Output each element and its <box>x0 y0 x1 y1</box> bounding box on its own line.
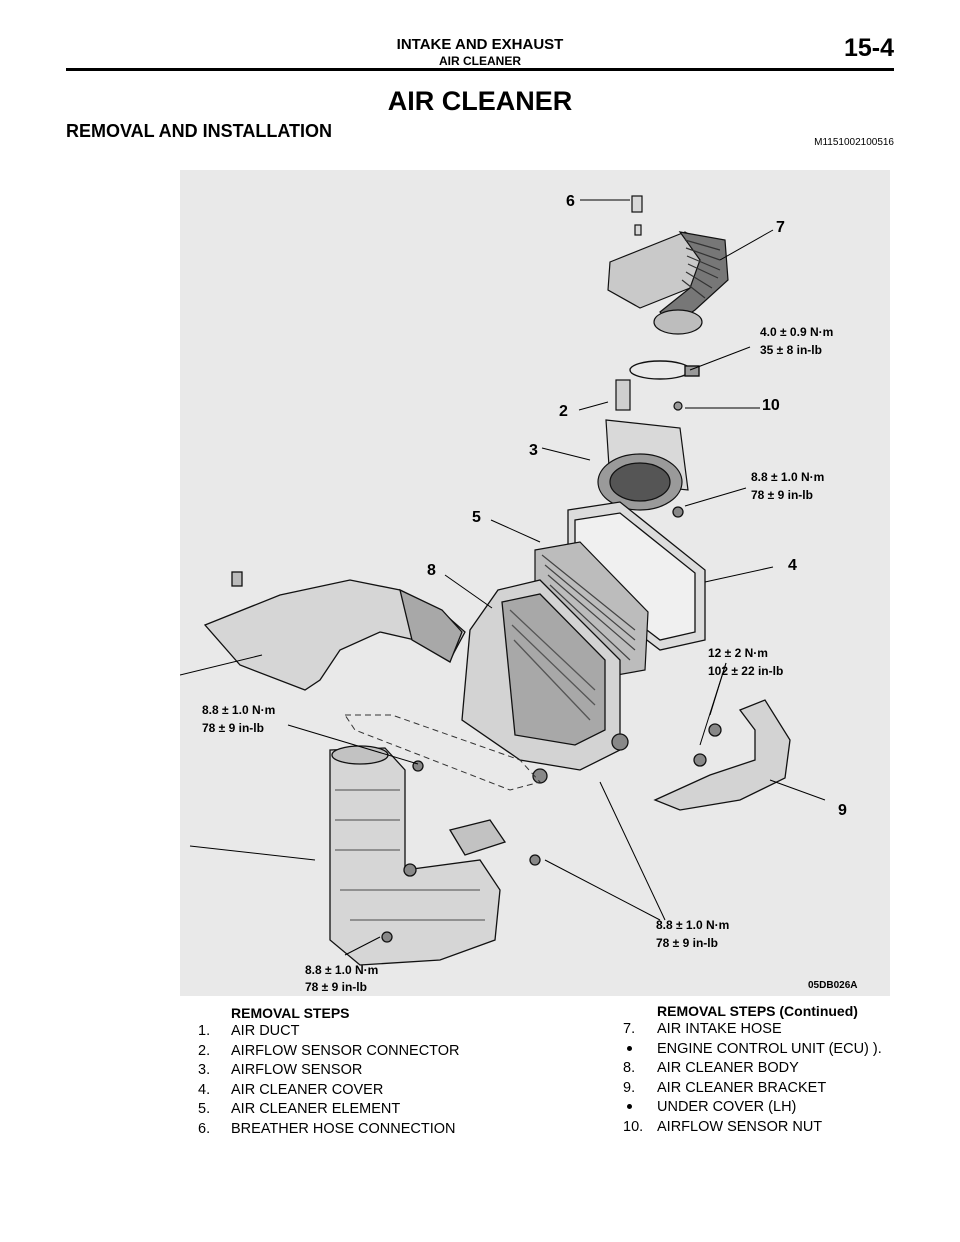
step-text: ENGINE CONTROL UNIT (ECU) ). <box>657 1040 882 1057</box>
air-cleaner-body-drawing <box>461 579 629 784</box>
step-number: 4. <box>198 1081 211 1098</box>
step-number: 8. <box>623 1060 636 1077</box>
list-item: 1. AIR DUCT <box>198 1021 518 1041</box>
removal-steps-heading: REMOVAL STEPS <box>231 1005 350 1021</box>
list-item: 4. AIR CLEANER COVER <box>198 1080 518 1100</box>
airflow-sensor-drawing <box>597 419 689 511</box>
step-text: AIR CLEANER COVER <box>231 1081 384 1098</box>
step-number: 9. <box>623 1079 636 1096</box>
bullet-icon <box>627 1104 632 1110</box>
list-item: 5. AIR CLEANER ELEMENT <box>198 1099 518 1119</box>
bracket-drawing <box>653 699 791 811</box>
torque-2-imperial: 78 ± 9 in-lb <box>751 488 813 502</box>
torque-6-metric: 8.8 ± 1.0 N·m <box>305 963 378 977</box>
list-item: 2. AIRFLOW SENSOR CONNECTOR <box>198 1041 518 1061</box>
callout-8: 8 <box>427 562 436 579</box>
document-code: M1151002100516 <box>814 137 894 148</box>
step-number: 2. <box>198 1042 211 1059</box>
torque-4-metric: 8.8 ± 1.0 N·m <box>202 703 275 717</box>
callout-2: 2 <box>559 403 568 420</box>
callout-7: 7 <box>776 219 785 236</box>
torque-1-imperial: 35 ± 8 in-lb <box>760 343 822 357</box>
step-text: AIR INTAKE HOSE <box>657 1021 782 1037</box>
step-text: AIR DUCT <box>231 1023 300 1039</box>
bullet-icon <box>627 1045 632 1051</box>
callout-3: 3 <box>529 442 538 459</box>
step-number: 5. <box>198 1101 211 1117</box>
torque-6-imperial: 78 ± 9 in-lb <box>305 980 367 994</box>
step-text: AIR CLEANER BODY <box>657 1060 799 1077</box>
list-item: 8. AIR CLEANER BODY <box>623 1058 943 1078</box>
section-title: REMOVAL AND INSTALLATION <box>66 121 332 141</box>
step-text: AIR CLEANER ELEMENT <box>231 1101 401 1117</box>
callout-4: 4 <box>788 557 797 574</box>
step-number: 7. <box>623 1021 636 1037</box>
list-item: 9. AIR CLEANER BRACKET <box>623 1078 943 1098</box>
callout-9: 9 <box>838 802 847 819</box>
removal-steps-continued-heading: REMOVAL STEPS (Continued) <box>657 1003 858 1019</box>
torque-1-metric: 4.0 ± 0.9 N·m <box>760 325 833 339</box>
step-text: AIRFLOW SENSOR <box>231 1062 363 1078</box>
step-number: 1. <box>198 1023 211 1039</box>
list-item: UNDER COVER (LH) <box>623 1097 943 1117</box>
list-item: 7. AIR INTAKE HOSE <box>623 1019 943 1039</box>
air-cleaner-cover-drawing <box>567 501 706 651</box>
figure-code: 05DB026A <box>808 980 857 991</box>
torque-4-imperial: 78 ± 9 in-lb <box>202 721 264 735</box>
resonator-drawing <box>329 745 541 966</box>
step-text: UNDER COVER (LH) <box>657 1099 797 1116</box>
torque-5-metric: 8.8 ± 1.0 N·m <box>656 918 729 932</box>
step-text: AIRFLOW SENSOR NUT <box>657 1119 823 1135</box>
torque-5-imperial: 78 ± 9 in-lb <box>656 936 718 950</box>
list-item: 3. AIRFLOW SENSOR <box>198 1060 518 1080</box>
torque-3-imperial: 102 ± 22 in-lb <box>708 664 783 678</box>
air-cleaner-element-drawing <box>534 541 649 679</box>
list-item: 10. AIRFLOW SENSOR NUT <box>623 1117 943 1137</box>
step-text: AIR CLEANER BRACKET <box>657 1079 827 1096</box>
breather-fitting-drawing <box>631 195 643 236</box>
header-subsection: AIR CLEANER <box>438 54 521 68</box>
header-rule <box>66 68 894 71</box>
callout-6: 6 <box>566 193 575 210</box>
assembly-outline <box>344 714 541 791</box>
callout-10a: 10 <box>762 397 780 414</box>
step-text: AIRFLOW SENSOR CONNECTOR <box>231 1042 460 1059</box>
air-intake-hose-drawing <box>607 231 729 335</box>
torque-specs: 4.0 ± 0.9 N·m 35 ± 8 in-lb 8.8 ± 1.0 N·m… <box>202 325 833 994</box>
torque-2-metric: 8.8 ± 1.0 N·m <box>751 470 824 484</box>
page-number: 15-4 <box>843 34 894 62</box>
air-duct-drawing <box>203 571 466 691</box>
list-item: 6. BREATHER HOSE CONNECTION <box>198 1119 518 1139</box>
callout-5: 5 <box>472 509 481 526</box>
connector-drawing <box>615 379 683 411</box>
torque-3-metric: 12 ± 2 N·m <box>708 646 768 660</box>
header-section: INTAKE AND EXHAUST <box>396 36 564 53</box>
step-text: BREATHER HOSE CONNECTION <box>231 1120 456 1137</box>
list-item: ENGINE CONTROL UNIT (ECU) ). <box>623 1039 943 1059</box>
step-number: 3. <box>198 1062 211 1078</box>
page-title: AIR CLEANER <box>387 86 573 116</box>
step-number: 10. <box>623 1119 644 1135</box>
step-number: 6. <box>198 1120 211 1137</box>
exploded-diagram: 1 2 3 4 5 6 7 8 9 10 10 4.0 ± 0.9 N·m 35… <box>180 170 890 996</box>
leader-lines <box>180 199 826 956</box>
